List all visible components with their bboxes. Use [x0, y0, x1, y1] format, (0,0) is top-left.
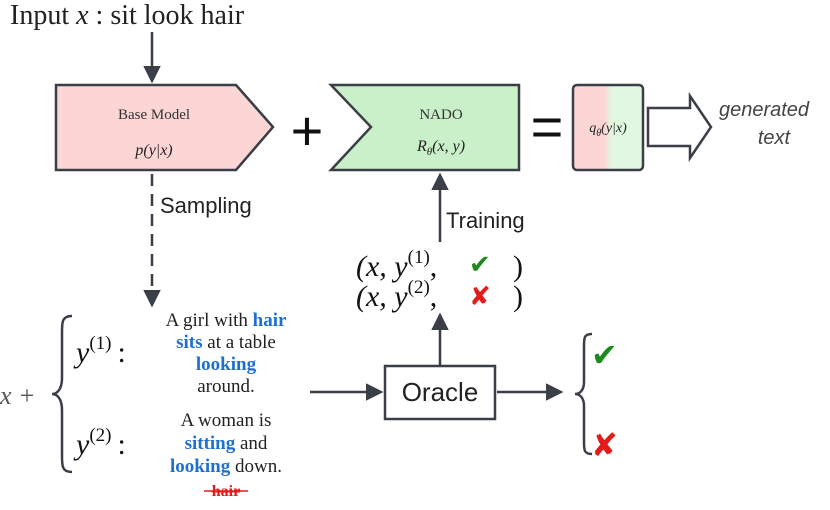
nado-box [328, 83, 521, 172]
sample-1-line: sits at a table [176, 332, 276, 353]
pair-2-open: (x, y(2), [356, 277, 437, 313]
sample-1-line: looking [196, 354, 257, 375]
input-title: Input x : sit look hair [10, 0, 245, 31]
pair-2: (x, y(2), ✘ ) [356, 277, 523, 313]
sentence-segment: down. [230, 456, 282, 477]
sample-2-line: sitting and [185, 433, 268, 454]
samples-prefix: x + [0, 381, 36, 410]
sentence-segment: A girl with [166, 310, 253, 331]
equals-operator: = [531, 95, 564, 158]
highlighted-word: sitting [185, 433, 236, 454]
plus-operator: + [291, 99, 324, 162]
sample-2-line: looking down. [170, 456, 282, 477]
highlighted-word: looking [196, 354, 257, 375]
pair-1-open: (x, y(1), [356, 247, 437, 283]
generated-text-line2: text [758, 127, 792, 149]
oracle-label: Oracle [402, 377, 479, 407]
sentence-segment: and [235, 433, 268, 454]
base-model-box [54, 83, 275, 172]
nado-label: NADO [419, 107, 462, 123]
result-2-cross-icon: ✘ [591, 427, 618, 463]
nado-formula: Rθ(x, y) [416, 138, 465, 158]
oracle-box [383, 364, 497, 421]
sample-2-label: y(2): [73, 425, 126, 461]
pair-2-close: ) [513, 280, 523, 313]
sample-1-label: y(1): [73, 333, 126, 369]
results-brace [574, 332, 593, 456]
pair-1-close: ) [513, 250, 523, 283]
sentence-segment: at a table [203, 332, 276, 353]
sample-2-line: A woman is [181, 410, 272, 431]
sentence-segment: A woman is [181, 410, 272, 431]
highlighted-word: looking [170, 456, 231, 477]
pair-1-check-icon: ✔ [469, 249, 491, 279]
samples-brace [51, 314, 73, 474]
result-1-check-icon: ✔ [591, 337, 618, 373]
training-label: Training [446, 208, 525, 233]
sampling-label: Sampling [160, 193, 252, 218]
highlighted-word: hair [253, 310, 287, 331]
base-model-formula: p(y|x) [134, 142, 172, 159]
base-model-label: Base Model [118, 107, 190, 123]
generated-text-line1: generated [719, 99, 810, 121]
highlighted-word: sits [176, 332, 202, 353]
sample-1-line: A girl with hair [166, 310, 287, 331]
pair-1: (x, y(1), ✔ ) [356, 247, 523, 283]
sample-1-text: A girl with hair sits at a table looking… [166, 310, 287, 397]
q-formula: qθ(y|x) [589, 121, 627, 139]
q-box [571, 83, 645, 172]
sentence-segment: around. [197, 376, 255, 397]
sample-1-line: around. [197, 376, 255, 397]
output-arrow [646, 91, 713, 163]
sample-2-text: A woman is sitting and looking down. hai… [170, 410, 282, 500]
pair-2-cross-icon: ✘ [469, 281, 491, 311]
